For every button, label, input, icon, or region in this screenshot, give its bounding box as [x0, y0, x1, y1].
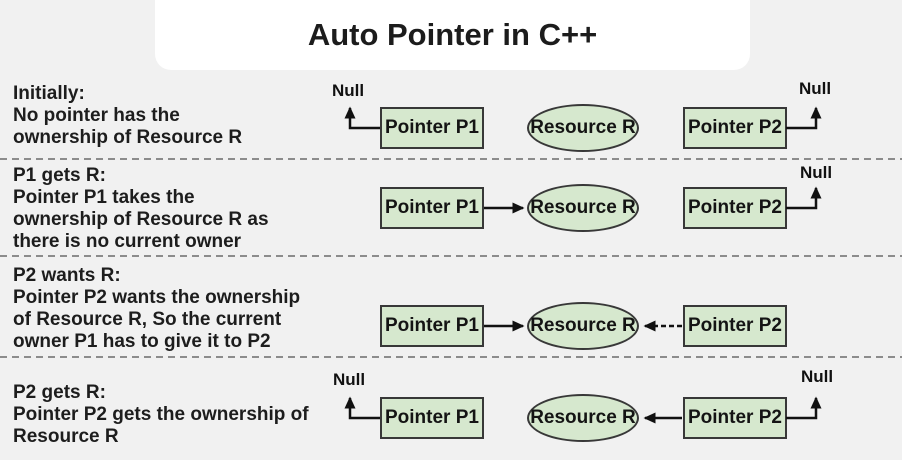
null-label: Null — [801, 367, 834, 386]
caption-line: P1 gets R: — [13, 165, 106, 186]
pointer-p1-box: Pointer P1 — [380, 305, 484, 347]
caption-line: Initially: — [13, 83, 85, 104]
caption-line: Resource R — [13, 426, 119, 447]
p1-null-arrow — [344, 106, 380, 130]
page-title: Auto Pointer in C++ — [307, 17, 598, 52]
caption-line: Pointer P2 gets the ownership of — [13, 404, 309, 425]
caption-p1-gets-r: P1 gets R: Pointer P1 takes the ownershi… — [13, 165, 269, 253]
pointer-p2-box: Pointer P2 — [683, 305, 787, 347]
caption-p2-gets-r: P2 gets R: Pointer P2 gets the ownership… — [13, 382, 309, 448]
p1-null-arrow — [344, 396, 380, 420]
caption-initially: Initially: No pointer has the ownership … — [13, 83, 242, 149]
pointer-p1-box: Pointer P1 — [380, 187, 484, 229]
pointer-p1-box: Pointer P1 — [380, 397, 484, 439]
caption-line: there is no current owner — [13, 231, 242, 252]
caption-line: of Resource R, So the current — [13, 309, 282, 330]
null-label: Null — [333, 370, 366, 389]
pointer-p2-box: Pointer P2 — [683, 107, 787, 149]
title-card: Auto Pointer in C++ — [155, 0, 750, 70]
pointer-p2-box: Pointer P2 — [683, 187, 787, 229]
caption-line: ownership of Resource R — [13, 127, 243, 148]
pointer-p2-box: Pointer P2 — [683, 397, 787, 439]
resource-r-ellipse: Resource R — [527, 302, 639, 350]
caption-line: owner P1 has to give it to P2 — [13, 331, 271, 352]
caption-line: No pointer has the — [13, 105, 180, 126]
caption-p2-wants-r: P2 wants R: Pointer P2 wants the ownersh… — [13, 265, 300, 353]
null-label: Null — [800, 163, 833, 182]
caption-line: P2 gets R: — [13, 382, 106, 403]
resource-r-ellipse: Resource R — [527, 184, 639, 232]
pointer-p1-box: Pointer P1 — [380, 107, 484, 149]
p2-null-arrow — [786, 396, 822, 420]
caption-line: ownership of Resource R as — [13, 209, 269, 230]
resource-r-ellipse: Resource R — [527, 394, 639, 442]
null-label: Null — [799, 79, 832, 98]
row-divider — [0, 158, 902, 160]
caption-line: Pointer P1 takes the — [13, 187, 195, 208]
p2-null-arrow — [786, 106, 822, 130]
caption-line: P2 wants R: — [13, 265, 121, 286]
resource-r-ellipse: Resource R — [527, 104, 639, 152]
row-divider — [0, 356, 902, 358]
p2-null-arrow — [786, 186, 822, 210]
caption-line: Pointer P2 wants the ownership — [13, 287, 301, 308]
null-label: Null — [332, 81, 365, 100]
row-divider — [0, 255, 902, 257]
